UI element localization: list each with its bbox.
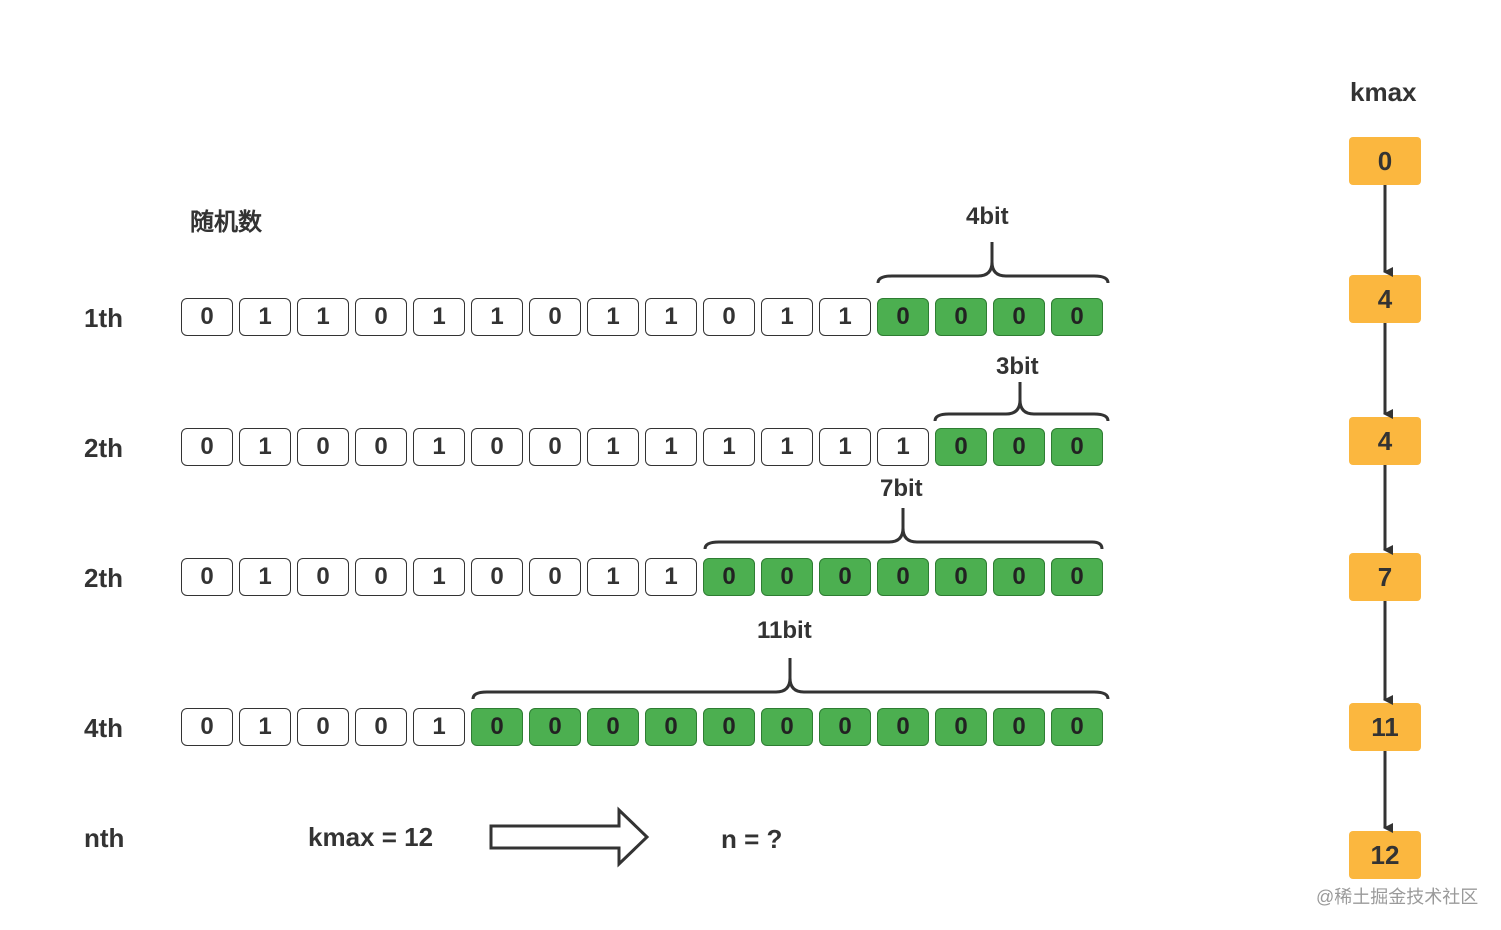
bit-cell: 0 <box>1051 708 1103 746</box>
brace-2 <box>933 382 1110 422</box>
bit-cell: 1 <box>413 428 465 466</box>
brace-3 <box>703 508 1104 550</box>
bit-cell: 0 <box>355 428 407 466</box>
bit-cell: 0 <box>761 558 813 596</box>
bit-cell: 0 <box>181 428 233 466</box>
kmax-box-2: 4 <box>1349 275 1421 323</box>
bit-cell: 1 <box>877 428 929 466</box>
bit-cell: 0 <box>877 558 929 596</box>
bit-cell: 0 <box>1051 428 1103 466</box>
bit-cell: 1 <box>645 298 697 336</box>
kmax-box-1: 0 <box>1349 137 1421 185</box>
bit-cell: 0 <box>355 298 407 336</box>
brace-1 <box>876 242 1110 284</box>
row-label-4: 4th <box>84 713 123 743</box>
bit-cell: 0 <box>355 558 407 596</box>
bit-cell: 1 <box>645 428 697 466</box>
bit-cell: 0 <box>935 428 987 466</box>
bit-cell: 1 <box>413 298 465 336</box>
bit-cell: 0 <box>993 428 1045 466</box>
bit-cell: 1 <box>297 298 349 336</box>
bit-cell: 0 <box>935 708 987 746</box>
bit-cell: 1 <box>239 428 291 466</box>
bit-cell: 0 <box>877 298 929 336</box>
bit-cell: 0 <box>703 708 755 746</box>
bit-cell: 1 <box>413 558 465 596</box>
bit-cell: 0 <box>471 428 523 466</box>
bit-cell: 0 <box>935 298 987 336</box>
bit-cell: 0 <box>529 428 581 466</box>
run-label-4: 11bit <box>757 617 812 644</box>
bit-cell: 1 <box>703 428 755 466</box>
bit-cell: 0 <box>761 708 813 746</box>
bit-cell: 0 <box>355 708 407 746</box>
bit-cell: 0 <box>181 708 233 746</box>
bit-cell: 1 <box>761 298 813 336</box>
run-label-1: 4bit <box>966 203 1009 230</box>
bit-cell: 0 <box>1051 298 1103 336</box>
kmax-header: kmax <box>1350 77 1417 107</box>
bit-cell: 1 <box>239 298 291 336</box>
brace-4 <box>471 658 1110 700</box>
run-label-2: 3bit <box>996 353 1039 380</box>
run-label-3: 7bit <box>880 475 923 502</box>
bit-cell: 0 <box>819 708 871 746</box>
kmax-box-5: 11 <box>1349 703 1421 751</box>
bit-cell: 0 <box>1051 558 1103 596</box>
bit-cell: 0 <box>529 558 581 596</box>
bit-cell: 0 <box>297 428 349 466</box>
kmax-box-4: 7 <box>1349 553 1421 601</box>
bit-cell: 1 <box>587 558 639 596</box>
bit-cell: 0 <box>471 558 523 596</box>
watermark: @稀土掘金技术社区 <box>1316 887 1479 907</box>
bit-cell: 1 <box>645 558 697 596</box>
bit-cell: 1 <box>239 708 291 746</box>
bit-cell: 1 <box>471 298 523 336</box>
n-unknown: n = ? <box>721 824 783 854</box>
bit-cell: 1 <box>587 428 639 466</box>
bit-cell: 0 <box>529 298 581 336</box>
hollow-right-arrow <box>489 806 650 868</box>
bit-cell: 0 <box>181 558 233 596</box>
bit-cell: 1 <box>761 428 813 466</box>
row-label-2: 2th <box>84 433 123 463</box>
bit-cell: 0 <box>703 298 755 336</box>
bit-cell: 0 <box>297 558 349 596</box>
bit-cell: 1 <box>587 298 639 336</box>
bit-cell: 1 <box>819 298 871 336</box>
bit-cell: 0 <box>993 558 1045 596</box>
bit-cell: 1 <box>239 558 291 596</box>
row-label-3: 2th <box>84 563 123 593</box>
bit-cell: 0 <box>297 708 349 746</box>
row-label-1: 1th <box>84 303 123 333</box>
bit-cell: 0 <box>935 558 987 596</box>
bit-cell: 0 <box>819 558 871 596</box>
kmax-equation: kmax = 12 <box>308 822 434 852</box>
bit-cell: 0 <box>877 708 929 746</box>
random-number-title: 随机数 <box>190 209 262 236</box>
bit-cell: 0 <box>645 708 697 746</box>
bit-cell: 0 <box>993 708 1045 746</box>
bit-cell: 1 <box>413 708 465 746</box>
bit-cell: 0 <box>529 708 581 746</box>
kmax-box-3: 4 <box>1349 417 1421 465</box>
bit-cell: 0 <box>993 298 1045 336</box>
bit-cell: 0 <box>703 558 755 596</box>
row-label-nth: nth <box>84 823 125 853</box>
bit-cell: 0 <box>181 298 233 336</box>
kmax-box-6: 12 <box>1349 831 1421 879</box>
bit-cell: 0 <box>587 708 639 746</box>
bit-cell: 0 <box>471 708 523 746</box>
bit-cell: 1 <box>819 428 871 466</box>
